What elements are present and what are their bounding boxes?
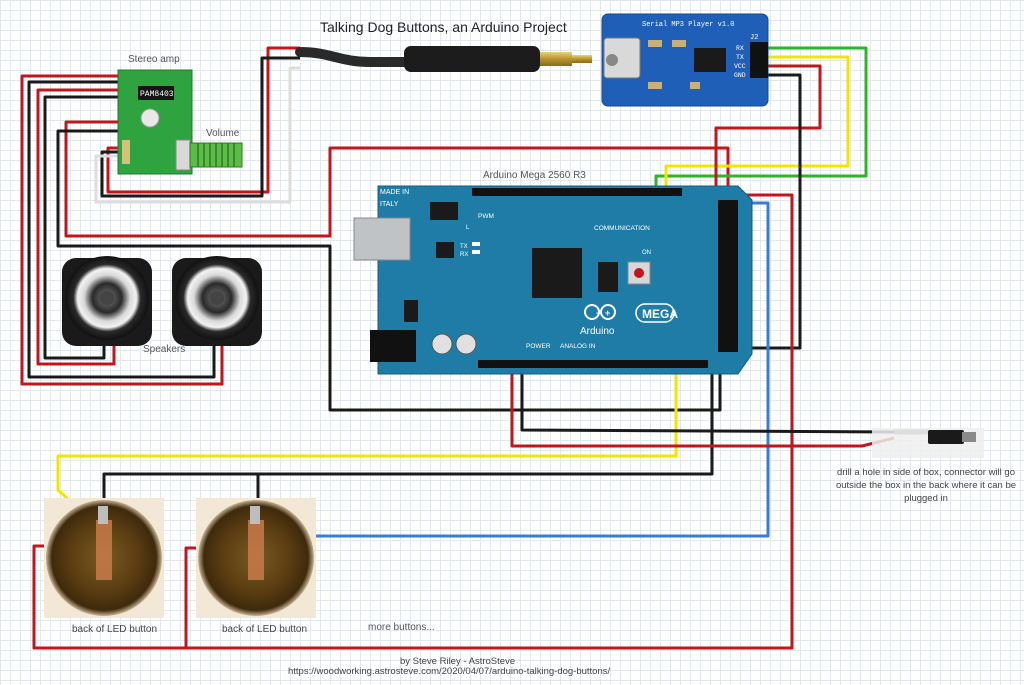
button-2-label: back of LED button [222,624,308,635]
arduino-mega-board: MADE IN ITALY PWM COMMUNICATION POWER AN… [353,185,753,375]
speaker-right [172,256,262,346]
jack-red [510,368,895,448]
mp3-vcc-red [714,64,822,195]
stereo-amp: PAM8403 [117,69,193,175]
amp-speaker-wire-red-2 [36,88,120,366]
amp-speaker-wire-black-2 [43,95,120,360]
board-italy: ITALY [380,201,399,208]
board-led-rx: RX [460,252,468,258]
led-button-1 [44,498,164,618]
author-credit: by Steve Riley - AstroSteve [400,656,516,667]
amp-speaker-wire-black-1 [27,80,216,379]
mp3-j2-text: J2 [750,34,758,42]
mp3-pin-gnd: GND [734,72,746,79]
led-button-2 [196,498,316,618]
board-led-tx: TX [460,244,468,250]
board-logo-text: Arduino [580,326,615,337]
mp3-tx-yellow [664,55,850,195]
diagram-title: Talking Dog Buttons, an Arduino Project [320,19,567,35]
board-model-text: MEGA [642,307,678,321]
mp3-pin-rx: RX [736,45,744,52]
volume-label: Volume [206,128,240,139]
source-url: https://woodworking.astrosteve.com/2020/… [288,666,611,677]
amp-chip-text: PAM8403 [140,90,174,99]
audio-wire-white [94,66,300,204]
board-made-in: MADE IN [380,189,409,196]
amp-speaker-wire-red-1 [20,74,224,386]
volume-pot [189,142,243,168]
board-power: POWER [526,343,551,350]
board-led-on: ON [642,250,651,256]
board-led-l: L [466,225,470,231]
mp3-pin-vcc: VCC [734,63,746,70]
stereo-amp-label: Stereo amp [128,54,180,65]
speakers-label: Speakers [143,344,186,355]
board-pwm: PWM [478,213,494,220]
audio-cable [295,46,592,72]
power-jack [872,428,984,458]
mp3-title-text: Serial MP3 Player v1.0 [642,21,734,29]
mp3-gnd-black [716,73,802,350]
buttons-ground-black [102,358,714,520]
board-analog-in: ANALOG IN [560,343,596,350]
button-1-label: back of LED button [72,624,158,635]
board-communication: COMMUNICATION [594,225,650,232]
amp-power-black [56,129,722,412]
speaker-left [62,256,152,346]
arduino-label: Arduino Mega 2560 R3 [483,170,586,181]
amp-power-red [64,120,730,238]
mp3-pin-tx: TX [736,54,744,61]
buttons-power-red [184,193,794,650]
jack-black [520,368,901,434]
mp3-player-module: Serial MP3 Player v1.0 J2 RX TX VCC GND [601,13,769,107]
audio-wire-black [100,56,300,198]
mp3-rx-green [654,46,868,195]
jack-note: drill a hole in side of box, connector w… [835,467,1017,504]
svg-text:+: + [605,308,610,318]
svg-text:−: − [596,308,601,318]
more-buttons-label: more buttons... [368,622,435,633]
audio-wire-red [106,46,300,194]
